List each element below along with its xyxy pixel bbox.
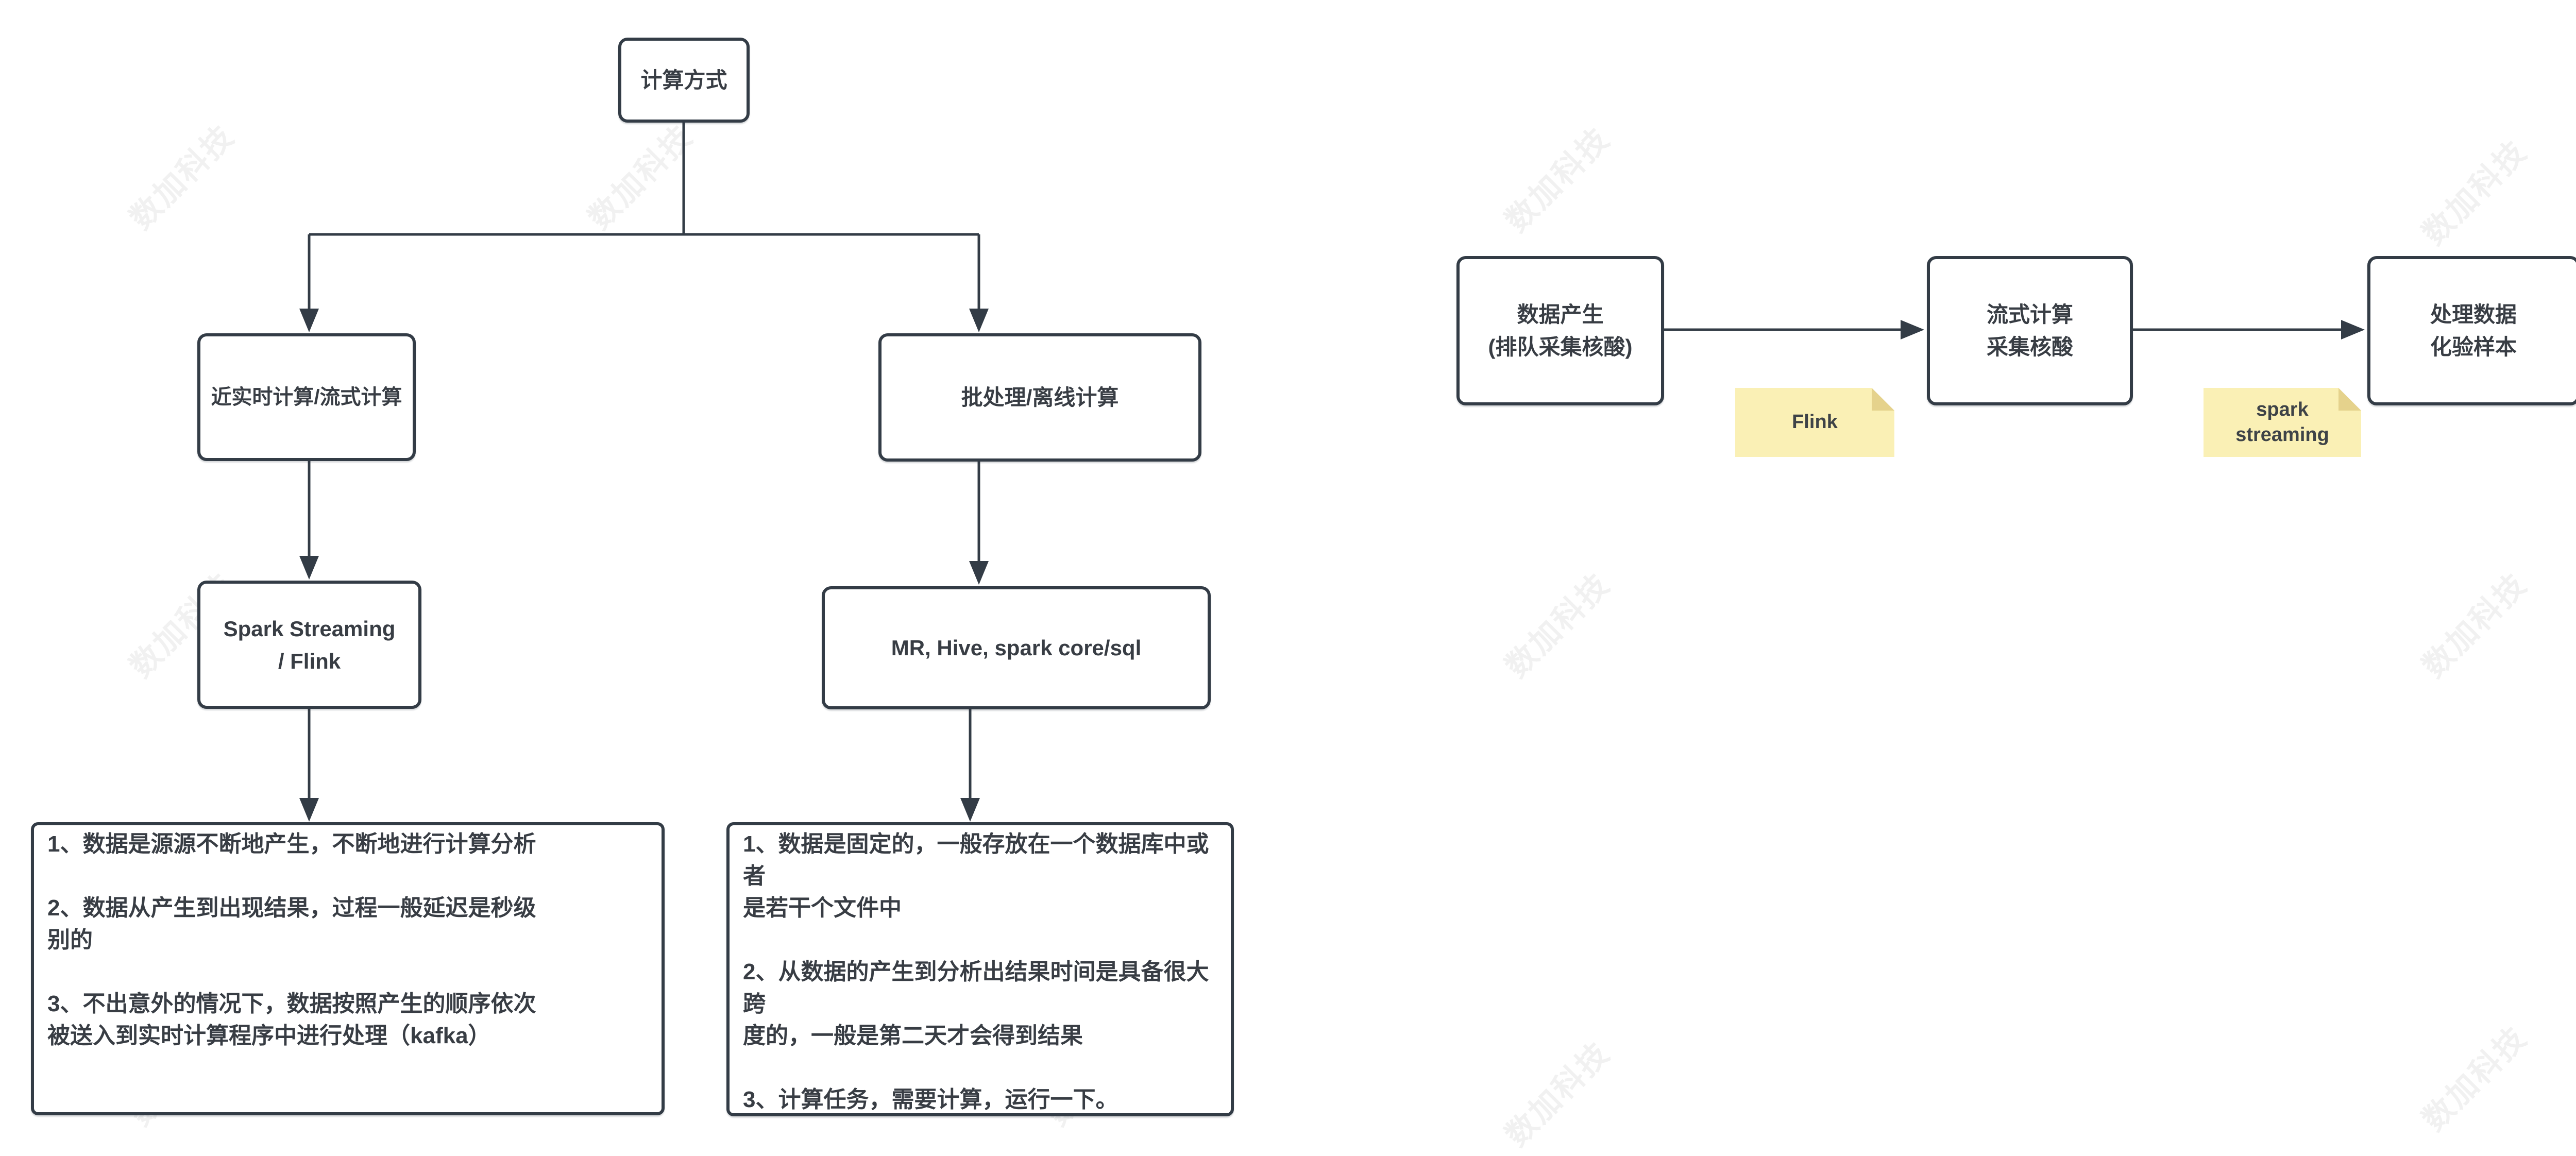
arrowhead-to-batch bbox=[969, 309, 989, 332]
sticky-note-spark-streaming: spark streaming bbox=[2204, 388, 2361, 457]
watermark-text: 数加科技 bbox=[1499, 566, 1617, 684]
node-step-data-generation: 数据产生 (排队采集核酸) bbox=[1456, 256, 1664, 405]
watermark-text: 数加科技 bbox=[582, 118, 700, 236]
node-tech-batch: MR, Hive, spark core/sql bbox=[822, 586, 1211, 709]
stream-point-3: 3、不出意外的情况下，数据按照产生的顺序依次 被送入到实时计算程序中进行处理（k… bbox=[47, 991, 536, 1048]
sticky-note-flink: Flink bbox=[1735, 388, 1894, 457]
textbox-batch-points: 1、数据是固定的，一般存放在一个数据库中或者 是若干个文件中 2、从数据的产生到… bbox=[726, 822, 1234, 1116]
batch-point-3: 3、计算任务，需要计算，运行一下。 bbox=[743, 1087, 1118, 1112]
watermark-text: 数加科技 bbox=[1499, 121, 1617, 239]
watermark-text: 数加科技 bbox=[1499, 1035, 1617, 1153]
node-step-process-data: 处理数据 化验样本 bbox=[2367, 256, 2576, 405]
stream-point-2: 2、数据从产生到出现结果，过程一般延迟是秒级 别的 bbox=[47, 895, 536, 953]
arrowhead-stream-tech bbox=[299, 556, 319, 580]
node-root: 计算方式 bbox=[618, 38, 750, 123]
watermark-text: 数加科技 bbox=[123, 118, 241, 236]
arrowhead-stream-notes bbox=[299, 798, 319, 822]
node-branch-batch: 批处理/离线计算 bbox=[878, 333, 1201, 462]
arrowhead-step1-step2 bbox=[1901, 320, 1924, 339]
textbox-stream-points: 1、数据是源源不断地产生，不断地进行计算分析 2、数据从产生到出现结果，过程一般… bbox=[31, 822, 665, 1115]
node-step-stream-compute: 流式计算 采集核酸 bbox=[1927, 256, 2133, 405]
node-tech-stream: Spark Streaming / Flink bbox=[197, 581, 421, 709]
watermark-text: 数加科技 bbox=[2416, 133, 2534, 251]
note-fold-corner-icon bbox=[2338, 388, 2361, 411]
stream-point-1: 1、数据是源源不断地产生，不断地进行计算分析 bbox=[47, 831, 536, 857]
watermark-text: 数加科技 bbox=[2416, 1019, 2534, 1137]
arrowhead-step2-step3 bbox=[2341, 320, 2365, 339]
arrowhead-batch-tech bbox=[969, 561, 989, 585]
node-branch-stream: 近实时计算/流式计算 bbox=[197, 333, 416, 461]
batch-point-1: 1、数据是固定的，一般存放在一个数据库中或者 是若干个文件中 bbox=[743, 831, 1209, 921]
sticky-note-flink-label: Flink bbox=[1792, 411, 1838, 433]
watermark-text: 数加科技 bbox=[2416, 566, 2534, 684]
sticky-note-spark-streaming-label: spark streaming bbox=[2235, 398, 2329, 446]
note-fold-corner-icon bbox=[1872, 388, 1894, 411]
arrowhead-batch-notes bbox=[960, 798, 980, 822]
arrowhead-to-stream bbox=[299, 309, 319, 332]
batch-point-2: 2、从数据的产生到分析出结果时间是具备很大跨 度的，一般是第二天才会得到结果 bbox=[743, 959, 1209, 1048]
